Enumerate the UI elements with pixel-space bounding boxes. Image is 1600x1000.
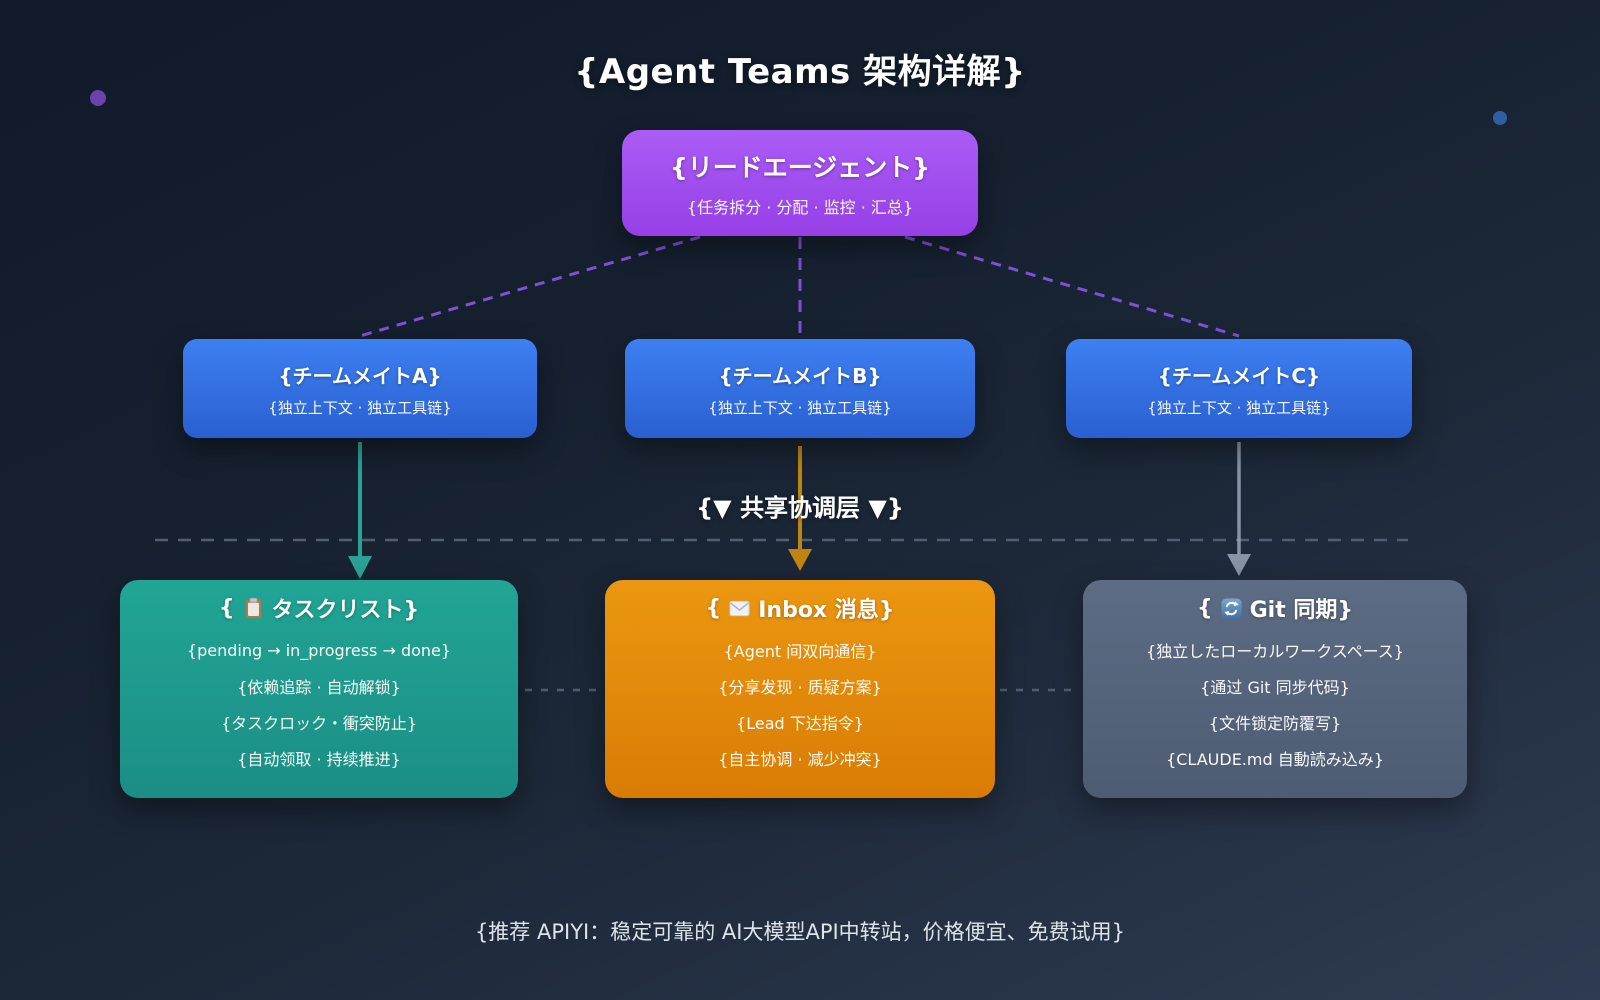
- shared-node-tasklist: { タスクリスト} {pending → in_progress → done}…: [120, 580, 518, 798]
- git-line: {独立したローカルワークスペース}: [1146, 642, 1404, 661]
- shared-layer-label: {▼ 共享协调层 ▼}: [696, 494, 904, 522]
- git-label: Git 同期}: [1249, 598, 1354, 623]
- git-open-brace: {: [1196, 595, 1213, 621]
- git-line: {文件锁定防覆写}: [1208, 714, 1342, 733]
- inbox-open-brace: {: [705, 595, 722, 621]
- inbox-line: {Agent 间双向通信}: [723, 642, 877, 661]
- teammate-node-c: {チームメイトC} {独立上下文 · 独立工具链}: [1066, 339, 1412, 438]
- tasklist-line: {タスクロック・衝突防止}: [220, 714, 418, 733]
- lead-to-teammate-c-line: [904, 235, 1240, 338]
- inbox-line: {自主协调 · 减少冲突}: [718, 750, 882, 769]
- tasklist-open-brace: {: [218, 595, 235, 621]
- lead-to-teammate-a-line: [359, 235, 701, 338]
- teammate-node-a: {チームメイトA} {独立上下文 · 独立工具链}: [183, 339, 537, 438]
- envelope-icon: [728, 597, 751, 620]
- shared-node-inbox: { Inbox 消息} {Agent 间双向通信} {分享发现 · 质疑方案} …: [605, 580, 995, 798]
- tasklist-line: {pending → in_progress → done}: [186, 640, 452, 660]
- teammate-b-title: {チームメイトB}: [718, 363, 882, 388]
- lead-agent-node: {リードエージェント} {任务拆分 · 分配 · 监控 · 汇总}: [622, 130, 978, 236]
- teammate-c-title: {チームメイトC}: [1157, 363, 1321, 388]
- slate-arrowhead: [1227, 554, 1251, 576]
- teammate-node-b: {チームメイトB} {独立上下文 · 独立工具链}: [625, 339, 975, 438]
- teammate-c-subtitle: {独立上下文 · 独立工具链}: [1147, 398, 1331, 417]
- clipboard-icon: [242, 597, 265, 620]
- lead-agent-title: {リードエージェント}: [669, 153, 931, 182]
- inbox-line: {Lead 下达指令}: [736, 714, 864, 733]
- shared-node-git: { Git 同期}: [1083, 580, 1467, 798]
- tasklist-title: { タスクリスト}: [219, 591, 419, 625]
- git-line: {通过 Git 同步代码}: [1200, 678, 1350, 697]
- decor-dot-purple: [90, 90, 106, 106]
- decor-dot-blue: [1493, 111, 1507, 125]
- inbox-label: Inbox 消息}: [758, 598, 895, 623]
- sync-icon: [1220, 597, 1243, 620]
- inbox-line: {分享发现 · 质疑方案}: [718, 678, 882, 697]
- footer-note: {推荐 APIYI：稳定可靠的 AI大模型API中转站，价格便宜、免费试用}: [474, 920, 1126, 944]
- tasklist-label: タスクリスト}: [271, 598, 420, 623]
- git-line: {CLAUDE.md 自動読み込み}: [1166, 750, 1384, 769]
- amber-arrowhead: [788, 549, 812, 571]
- page-title: {Agent Teams 架构详解}: [574, 52, 1026, 92]
- teammate-b-subtitle: {独立上下文 · 独立工具链}: [708, 398, 892, 417]
- tasklist-line: {自动领取 · 持续推进}: [237, 750, 401, 769]
- tasklist-line: {依赖追踪 · 自动解锁}: [237, 678, 401, 697]
- inbox-title: { Inbox 消息}: [706, 591, 895, 625]
- teal-arrowhead: [348, 556, 372, 579]
- teammate-a-subtitle: {独立上下文 · 独立工具链}: [268, 398, 452, 417]
- git-title: { Git 同期}: [1197, 591, 1353, 625]
- lead-agent-subtitle: {任务拆分 · 分配 · 监控 · 汇总}: [686, 198, 914, 217]
- teammate-a-title: {チームメイトA}: [278, 363, 442, 388]
